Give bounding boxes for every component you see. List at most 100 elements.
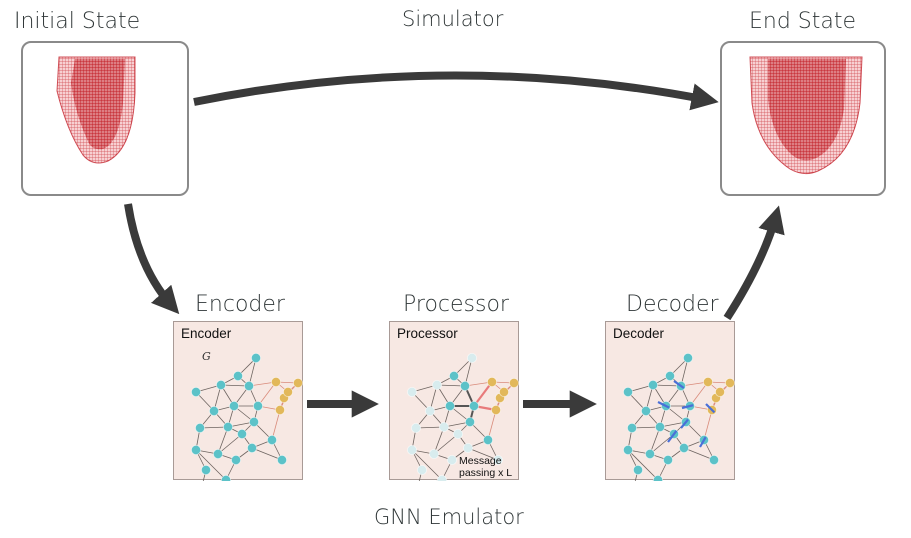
graph-edge: [257, 381, 277, 407]
initial-state-label: Initial State: [14, 9, 141, 34]
graph-edge: [271, 409, 281, 441]
mesh-node: [445, 401, 456, 412]
decoder-graph: [622, 352, 736, 481]
message-passing-line2: passing x L: [459, 467, 513, 479]
initial-state-box: [21, 41, 189, 196]
mesh-node: [425, 406, 436, 417]
graph-symbol: G: [202, 350, 211, 363]
mesh-node: [244, 381, 255, 392]
mesh-node: [416, 464, 427, 475]
mesh-node: [463, 443, 474, 454]
boundary-node: [499, 387, 510, 398]
mesh-node: [216, 380, 227, 391]
message-passing-note: Message passing x L: [459, 455, 512, 479]
processor-panel-title: Processor: [397, 326, 458, 341]
encoder-label: Encoder: [195, 292, 285, 317]
graph-edge: [683, 447, 715, 461]
mesh-node: [200, 464, 211, 475]
graph-edge: [649, 433, 675, 455]
boundary-node: [283, 387, 294, 398]
simulator-label: Simulator: [402, 7, 504, 31]
mesh-node: [469, 401, 480, 412]
graph-edge: [433, 433, 459, 455]
mesh-node: [267, 435, 278, 446]
decoder-vector-arrow: [657, 401, 670, 409]
mesh-node: [429, 449, 440, 460]
mesh-node: [665, 371, 676, 382]
simulator-arrow: [193, 71, 719, 111]
initial-to-encoder-arrow: [124, 203, 180, 315]
mesh-node: [229, 401, 240, 412]
boundary-node: [275, 405, 286, 416]
end-state-box: [720, 41, 886, 196]
mesh-node: [626, 423, 637, 434]
mesh-node: [231, 454, 242, 465]
mesh-node: [432, 380, 443, 391]
mesh-node: [465, 417, 476, 428]
mesh-node: [249, 417, 260, 428]
graph-edge: [487, 409, 497, 441]
graph-edge: [689, 381, 709, 407]
mesh-node: [406, 387, 417, 398]
graph-edge: [411, 449, 443, 481]
decoder-panel-title: Decoder: [613, 326, 665, 341]
mesh-node: [453, 429, 464, 440]
mesh-node: [277, 454, 288, 465]
mesh-node: [237, 429, 248, 440]
mesh-node: [449, 371, 460, 382]
graph-edge: [467, 447, 499, 461]
mesh-node: [247, 443, 258, 454]
boundary-node: [487, 377, 498, 388]
encoder-graph: [190, 352, 304, 481]
mesh-node: [645, 449, 656, 460]
mesh-node: [447, 454, 458, 465]
graph-edge: [627, 449, 659, 481]
boundary-node: [509, 378, 520, 389]
encoder-panel: Encoder G: [173, 321, 304, 481]
decoder-panel: Decoder: [605, 321, 736, 481]
mesh-node: [223, 422, 234, 433]
end-state-label: End State: [749, 9, 857, 34]
mesh-node: [439, 422, 450, 433]
mesh-node: [683, 352, 694, 363]
mesh-node: [648, 380, 659, 391]
boundary-node: [725, 378, 736, 389]
processor-label: Processor: [403, 292, 509, 317]
mesh-node: [221, 475, 231, 481]
mesh-node: [406, 445, 417, 456]
mesh-node: [483, 435, 494, 446]
mesh-node: [209, 406, 220, 417]
graph-edge: [217, 433, 243, 455]
mesh-node: [251, 352, 262, 363]
mesh-node: [410, 423, 421, 434]
decoder-vector-arrow: [705, 403, 716, 414]
boundary-node: [491, 405, 502, 416]
decoder-vector-arrow: [667, 430, 678, 443]
mesh-node: [190, 387, 201, 398]
mesh-node: [679, 443, 690, 454]
boundary-node: [715, 387, 726, 398]
heart-ventricle-mesh-icon: [56, 56, 136, 164]
graph-edge: [251, 447, 283, 461]
decoder-label: Decoder: [626, 292, 719, 317]
mesh-node: [622, 387, 633, 398]
decoder-vector-arrow: [699, 436, 707, 448]
message-passing-line1: Message: [459, 455, 502, 467]
graph-edge: [703, 409, 713, 441]
mesh-node: [467, 352, 478, 363]
mesh-node: [663, 454, 674, 465]
graph-edge: [473, 381, 493, 407]
mesh-node: [460, 381, 471, 392]
decoder-vector-arrow: [680, 418, 689, 429]
boundary-node: [271, 377, 282, 388]
heart-ventricle-mesh-icon: [749, 56, 863, 175]
decoder-vector-arrow: [673, 380, 685, 389]
processor-panel: Processor Message passing x L: [389, 321, 520, 481]
mesh-node: [194, 423, 205, 434]
gnn-emulator-label: GNN Emulator: [374, 505, 524, 529]
mesh-node: [213, 449, 224, 460]
decoder-to-end-arrow: [723, 205, 785, 321]
mesh-node: [632, 464, 643, 475]
mesh-node: [437, 475, 447, 481]
